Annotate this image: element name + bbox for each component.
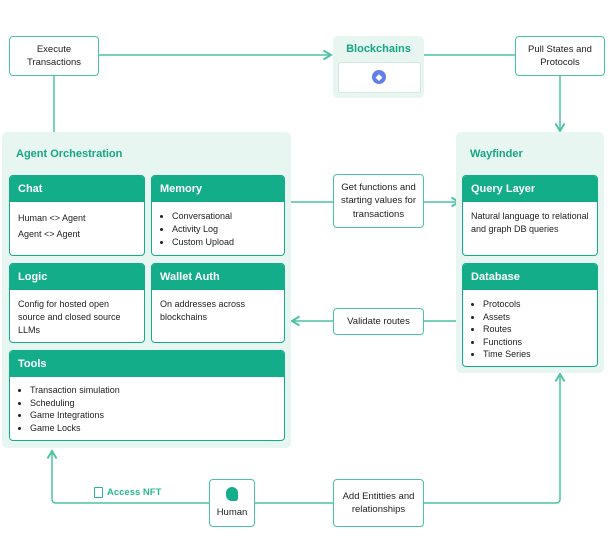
tools-card: Tools Transaction simulationSchedulingGa… [9, 350, 285, 441]
ethereum-icon: ◆ [372, 70, 386, 84]
human-label: Human [216, 506, 248, 518]
list-item: Scheduling [30, 397, 276, 410]
logic-card: Logic Config for hosted open source and … [9, 263, 145, 343]
chat-title: Chat [10, 176, 144, 202]
list-item: Assets [483, 311, 589, 324]
access-nft-text: Access NFT [107, 487, 162, 498]
wallet-auth-card: Wallet Auth On addresses across blockcha… [151, 263, 285, 343]
list-item: Routes [483, 323, 589, 336]
query-layer-title: Query Layer [463, 176, 597, 202]
wayfinder-title: Wayfinder [470, 148, 523, 160]
query-layer-card: Query Layer Natural language to relation… [462, 175, 598, 256]
logic-title: Logic [10, 264, 144, 290]
list-item: Conversational [172, 210, 276, 223]
get-functions-node: Get functions and starting values for tr… [333, 174, 424, 228]
human-node: Human [209, 479, 255, 527]
list-item: Time Series [483, 348, 589, 361]
edge-human-agent [46, 449, 209, 504]
head-icon [226, 486, 238, 501]
chain-list: ◆ [338, 62, 421, 93]
query-layer-text: Natural language to relational and graph… [471, 211, 589, 235]
access-nft-label: Access NFT [94, 487, 161, 498]
memory-card: Memory ConversationalActivity LogCustom … [151, 175, 285, 256]
nft-document-icon [94, 487, 103, 498]
database-title: Database [463, 264, 597, 290]
edge-addentities-wayfinder [424, 372, 566, 504]
list-item: Custom Upload [172, 236, 276, 249]
wallet-auth-text: On addresses across blockchains [160, 299, 246, 323]
database-card: Database ProtocolsAssetsRoutesFunctionsT… [462, 263, 598, 367]
blockchains-title: Blockchains [346, 43, 411, 55]
list-item: Transaction simulation [30, 384, 276, 397]
pull-states-node: Pull States and Protocols [515, 36, 605, 76]
wallet-auth-title: Wallet Auth [152, 264, 284, 290]
chat-line: Agent <> Agent [18, 229, 81, 240]
validate-routes-node: Validate routes [333, 308, 424, 335]
list-item: Activity Log [172, 223, 276, 236]
list-item: Game Integrations [30, 409, 276, 422]
list-item: Game Locks [30, 422, 276, 435]
list-item: Protocols [483, 298, 589, 311]
memory-title: Memory [152, 176, 284, 202]
agent-orchestration-title: Agent Orchestration [16, 148, 123, 160]
tools-title: Tools [10, 351, 284, 377]
logic-text: Config for hosted open source and closed… [18, 299, 121, 336]
list-item: Functions [483, 336, 589, 349]
chat-line: Human <> Agent [18, 213, 86, 223]
blockchains-panel: Blockchains ◆ [333, 36, 424, 98]
execute-transactions-node: Execute Transactions [9, 36, 99, 76]
add-entities-node: Add Entitties and relationships [333, 479, 424, 527]
